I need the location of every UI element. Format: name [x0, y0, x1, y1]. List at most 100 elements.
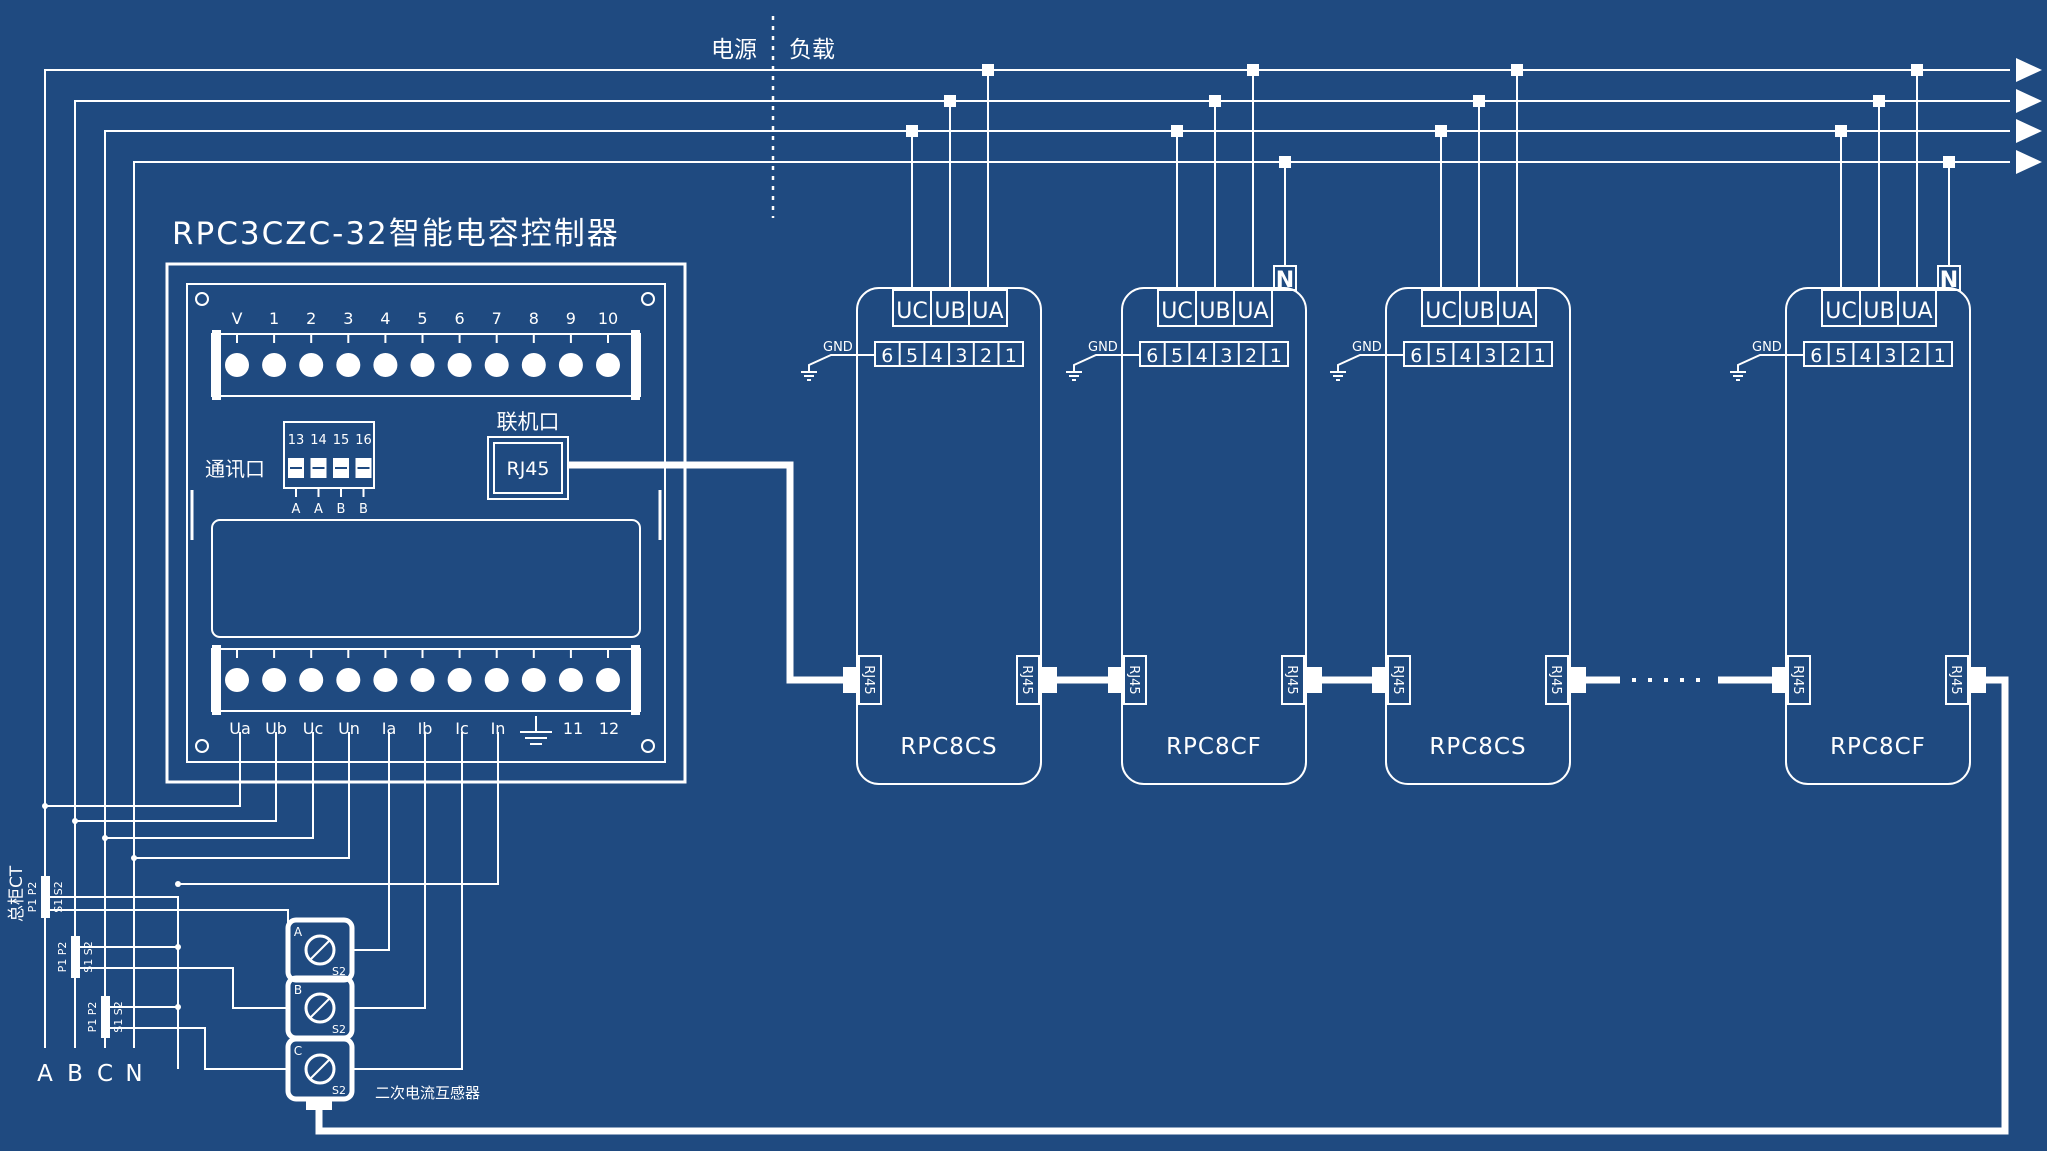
bottom-terminal-label: Ic [455, 719, 469, 738]
terminal-screw [558, 353, 583, 377]
rj45-port [1281, 655, 1305, 705]
secondary-ct-label: 二次电流互感器 [375, 1084, 480, 1102]
terminal-screw [558, 668, 583, 692]
power-bus: 电源 负载 [44, 16, 2042, 1048]
block-endcap [212, 645, 221, 715]
secondary-ct-unit: AS2 [285, 917, 355, 983]
phase-label: UA [1501, 299, 1532, 324]
output-terminal-label: 6 [1410, 345, 1422, 367]
ct-core [101, 996, 110, 1038]
ground-icon [520, 716, 552, 745]
ct-secondary-label: S1 S2 [82, 941, 95, 972]
cable-plug [1772, 667, 1788, 693]
output-terminal-label: 3 [1484, 345, 1496, 367]
wire-ua [45, 732, 241, 807]
ct-ring [304, 992, 336, 1024]
link-port [493, 442, 563, 494]
arrow-icon [2016, 89, 2042, 113]
terminal-screw [336, 353, 361, 377]
terminal-screw [447, 668, 472, 692]
source-label: 电源 [711, 37, 757, 63]
ct-phase-label: B [294, 983, 302, 997]
arrow-icon [2016, 119, 2042, 143]
output-terminal-label: 4 [1196, 345, 1208, 367]
phase-label: UA [1901, 299, 1932, 324]
junction-dot [42, 803, 48, 809]
phase-label: UB [934, 299, 965, 324]
top-terminal-label: 6 [455, 309, 465, 328]
phase-label: UC [1825, 299, 1856, 324]
bus-tap [1435, 125, 1447, 137]
rj45-label: RJ45 [1390, 665, 1405, 694]
top-terminal-label: 8 [529, 309, 539, 328]
arrow-icon [2016, 150, 2042, 174]
top-terminal-label: 3 [343, 309, 353, 328]
arrow-icon [2016, 58, 2042, 82]
ct-primary-label: P1 P2 [56, 942, 69, 973]
secondary-ct-unit: CS2 [285, 1036, 355, 1102]
bottom-terminal-label: Ub [265, 719, 287, 738]
ct-core [41, 876, 50, 918]
ct-primary-label: P1 P2 [26, 882, 39, 913]
bus-tap [1209, 95, 1221, 107]
rj45-label: RJ45 [1790, 665, 1805, 694]
terminal-screw [521, 353, 546, 377]
bus-tap [906, 125, 918, 137]
ct-phase-label: C [294, 1044, 302, 1058]
output-terminal-label: 1 [1005, 345, 1017, 367]
wire-in [178, 732, 499, 885]
terminal-screw [299, 353, 324, 377]
secondary-ct-unit: BS2 [285, 975, 355, 1041]
junction-dot [175, 881, 181, 887]
output-terminal-label: 3 [1220, 345, 1232, 367]
block-endcap [631, 645, 640, 715]
module-name: RPC8CF [1166, 734, 1262, 760]
output-terminal-label: 5 [1171, 345, 1183, 367]
output-terminal-label: 2 [980, 345, 992, 367]
top-terminal-label: 9 [566, 309, 576, 328]
output-terminal-label: 6 [1810, 345, 1822, 367]
wire-ub [75, 732, 277, 822]
ct-b-wire [80, 967, 288, 1009]
ct-core [71, 936, 80, 978]
cable-plug [306, 1098, 332, 1110]
block-endcap [212, 330, 221, 400]
load-label: 负载 [789, 37, 835, 63]
output-terminal-label: 1 [1934, 345, 1946, 367]
terminal-screw [373, 668, 398, 692]
bus-tap [1171, 125, 1183, 137]
gnd-wire [1737, 354, 1804, 372]
phase-label: UA [972, 299, 1003, 324]
junction-dot [175, 944, 181, 950]
mount-hole [641, 739, 655, 753]
controller-to-module-cable [568, 461, 849, 684]
output-terminal-label: 5 [1435, 345, 1447, 367]
rj45-port [1016, 655, 1040, 705]
ct-a-wire [50, 909, 289, 950]
return-cable [315, 676, 2009, 1135]
output-terminal-label: 6 [881, 345, 893, 367]
module-name: RPC8CS [1429, 734, 1526, 760]
bus-tap [1511, 64, 1523, 76]
output-terminal-label: 2 [1909, 345, 1921, 367]
block-endcap [631, 330, 640, 400]
comm-pin-letter: A [292, 502, 301, 517]
phase-label: UB [1863, 299, 1894, 324]
wire-ib [354, 732, 426, 1009]
phase-label: UC [1425, 299, 1456, 324]
top-terminal-label: 2 [306, 309, 316, 328]
ct-s2-label: S2 [332, 965, 346, 978]
busbar-label: C [97, 1061, 113, 1087]
gnd-label: GND [823, 340, 853, 355]
bottom-terminal-label: Uc [303, 719, 324, 738]
top-terminal-label: 1 [269, 309, 279, 328]
output-terminal-label: 2 [1245, 345, 1257, 367]
bus-tap [1247, 64, 1259, 76]
